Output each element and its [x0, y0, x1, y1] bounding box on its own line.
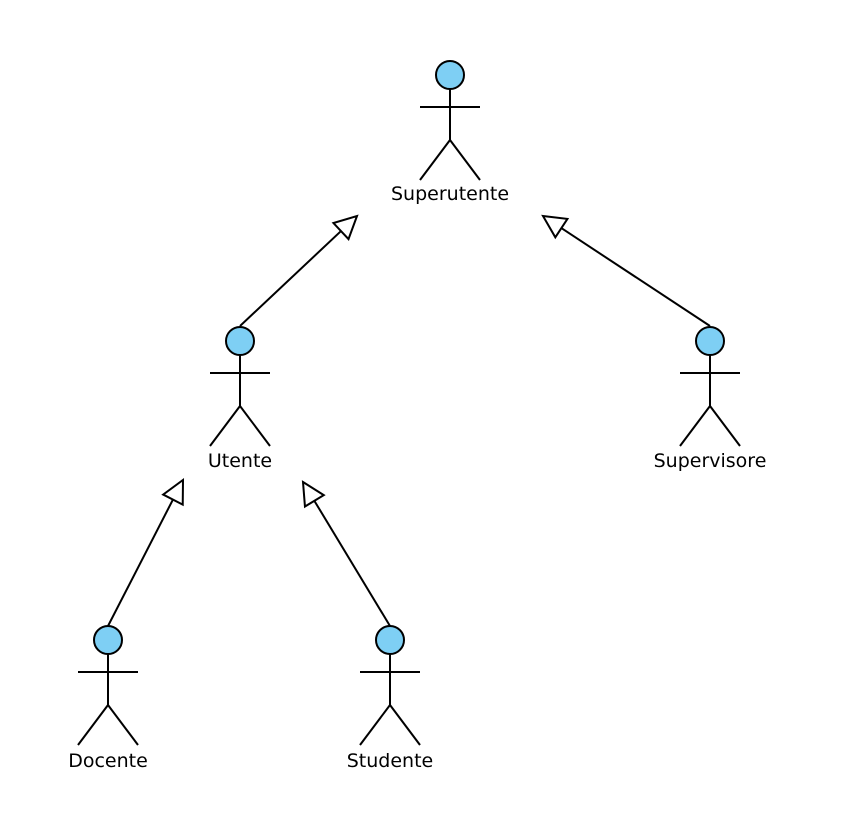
actor-head — [375, 625, 405, 655]
generalization-line — [313, 500, 391, 627]
actor-left-leg — [419, 139, 451, 181]
generalization-edges — [107, 214, 711, 627]
actor-left-leg — [209, 405, 241, 447]
actor-right-leg — [389, 704, 421, 746]
actor-right-leg — [449, 139, 481, 181]
generalization-utente-to-superutente[interactable] — [239, 214, 359, 327]
actor-label-utente: Utente — [208, 450, 272, 472]
actor-right-leg — [239, 405, 271, 447]
generalization-arrowhead — [331, 214, 359, 241]
generalization-arrowhead — [301, 480, 326, 509]
actor-left-leg — [359, 704, 391, 746]
actor-head — [435, 60, 465, 90]
generalization-docente-to-utente[interactable] — [107, 478, 185, 627]
actor-label-docente: Docente — [68, 750, 148, 772]
generalization-line — [239, 230, 342, 327]
generalization-line — [107, 499, 174, 627]
actor-label-supervisore: Supervisore — [654, 450, 767, 472]
actor-left-leg — [77, 704, 109, 746]
actor-label-studente: Studente — [347, 750, 433, 772]
actor-head — [93, 625, 123, 655]
actor-head — [695, 326, 725, 356]
generalization-arrowhead — [541, 214, 570, 240]
generalization-arrowhead — [161, 478, 185, 507]
actor-label-superutente: Superutente — [391, 183, 509, 205]
actor-right-leg — [107, 704, 139, 746]
generalization-studente-to-utente[interactable] — [301, 480, 391, 627]
actor-superutente[interactable]: Superutente — [391, 60, 509, 205]
actor-utente[interactable]: Utente — [208, 326, 272, 472]
actor-supervisore[interactable]: Supervisore — [654, 326, 767, 472]
actor-right-leg — [709, 405, 741, 447]
actor-docente[interactable]: Docente — [68, 625, 148, 772]
generalization-line — [560, 227, 711, 327]
actor-left-leg — [679, 405, 711, 447]
actor-studente[interactable]: Studente — [347, 625, 433, 772]
generalization-supervisore-to-superutente[interactable] — [541, 214, 711, 327]
actor-head — [225, 326, 255, 356]
